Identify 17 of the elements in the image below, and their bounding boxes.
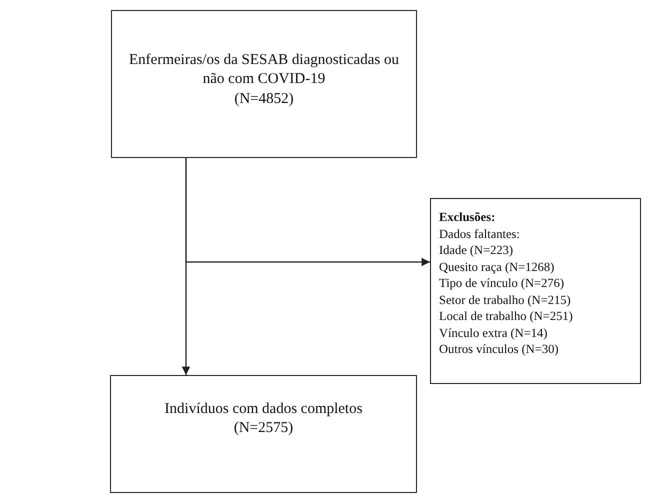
count-text: Vínculo extra (N=14) <box>439 324 548 341</box>
count-text: (N=2575) <box>234 419 294 438</box>
box-text: Enfermeiras/os da SESAB diagnosticadas ou não com COVID-19 <box>128 50 400 90</box>
count-text: Setor de trabalho (N=215) <box>439 292 572 308</box>
arrow <box>182 158 190 375</box>
count-text: (N=4852) <box>234 90 294 109</box>
count-text: Idade (N=223) <box>439 242 514 258</box>
count-text: Local de trabalho (N=251) <box>439 308 574 324</box>
count-text: Quesito raça (N=1268) <box>439 258 556 275</box>
process-box <box>110 375 417 493</box>
count-text: Outros vínculos (N=30) <box>439 341 560 358</box>
count-text: Dados faltantes: <box>439 226 521 242</box>
box-text: Indivíduos com dados completos <box>164 400 362 418</box>
count-text: Tipo de vínculo (N=276) <box>439 275 565 292</box>
process-box <box>111 10 417 158</box>
box-heading: Exclusões: <box>439 209 496 226</box>
exclusion-box <box>430 198 641 384</box>
